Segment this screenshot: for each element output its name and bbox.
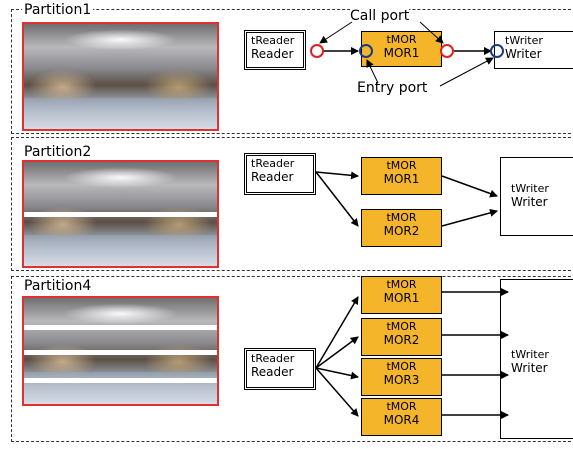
p4-arrow-reader-to-mor2 [315,336,359,369]
partition-4-photo [22,296,219,406]
mor-type: tMOR [386,320,417,333]
partition-4-mor-1: tMOR MOR1 [361,276,442,314]
mor-type: tMOR [386,400,417,413]
entry-port-pointer [439,57,494,87]
writer-type: tWriter [505,34,543,47]
call-port-icon [310,44,454,58]
reader-name: Reader [251,47,294,61]
call-port-pointer [419,21,444,44]
mor-name: MOR1 [383,172,420,186]
partition-1-reader: tReader Reader [244,30,306,70]
partition-4-reader: tReader Reader [244,348,316,390]
mor-type: tMOR [386,211,417,224]
mor-type: tMOR [386,159,417,172]
reader-type: tReader [251,157,295,170]
entry-port-label: Entry port [357,80,428,96]
mor-name: MOR3 [383,373,420,387]
p4-arrow-reader-to-mor4 [315,367,359,417]
writer-name: Writer [511,361,548,375]
writer-name: Writer [511,195,548,209]
p2-arrow-reader-to-mor1 [315,171,359,180]
entry-port-pointer [366,59,379,84]
call-port-label: Call port [350,8,410,24]
p2-arrow-mor1-to-writer [441,175,498,198]
partition-1-title: Partition1 [22,2,94,18]
writer-type: tWriter [511,348,549,361]
partition-2-title: Partition2 [22,144,94,160]
partition-2-panel [11,137,573,271]
writer-type: tWriter [511,182,549,195]
partition-1-writer: tWriter Writer [494,31,573,69]
p4-arrow-reader-to-mor1 [315,296,359,369]
partition-1-photo [22,22,219,131]
partition-1-panel [11,9,573,134]
mor-name: MOR1 [383,46,420,60]
partition-2-writer: tWriter Writer [500,157,573,236]
call-port-pointer [319,21,353,44]
partition-2-mor-1: tMOR MOR1 [361,157,442,195]
reader-type: tReader [251,352,295,365]
partition-4-title: Partition4 [22,278,94,294]
partition-2-photo [22,160,219,268]
mor-name: MOR1 [383,291,420,305]
mor-type: tMOR [386,278,417,291]
mor-type: tMOR [386,360,417,373]
partition-4-mor-4: tMOR MOR4 [361,398,442,436]
reader-name: Reader [251,365,294,379]
partition-4-mor-2: tMOR MOR2 [361,318,442,356]
reader-type: tReader [251,34,295,47]
partition-4-writer: tWriter Writer [500,279,573,439]
p2-arrow-reader-to-mor2 [315,171,359,227]
partition-4-mor-3: tMOR MOR3 [361,358,442,396]
mor-name: MOR4 [383,413,420,427]
mor-type: tMOR [386,33,417,46]
reader-name: Reader [251,170,294,184]
p2-arrow-mor2-to-writer [441,208,498,227]
entry-port-icon [359,44,504,58]
writer-name: Writer [505,47,542,61]
mor-name: MOR2 [383,224,420,238]
partition-4-panel [11,276,573,442]
partition-2-mor-2: tMOR MOR2 [361,209,442,247]
p4-arrow-reader-to-mor3 [315,367,359,380]
partition-2-reader: tReader Reader [244,153,316,195]
mor-name: MOR2 [383,333,420,347]
